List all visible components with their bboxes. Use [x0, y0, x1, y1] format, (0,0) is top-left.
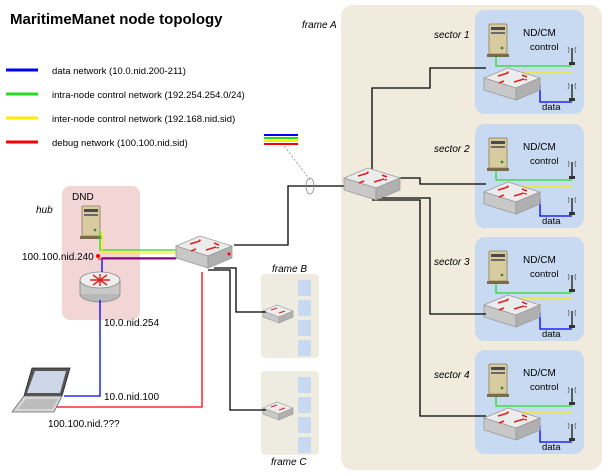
dnd-label: DND: [72, 192, 94, 203]
data-label: data: [542, 329, 561, 340]
sector-block: sector 4 ND/CM control data: [434, 350, 584, 454]
wiring: [52, 67, 486, 417]
intra-control-wire: [495, 171, 572, 181]
control-label: control: [530, 382, 559, 393]
hub-router-icon: [79, 271, 121, 303]
intra-control-wire: [495, 284, 572, 294]
data-label: data: [542, 216, 561, 227]
laptop-data-ip: 10.0.nid.100: [104, 392, 159, 403]
legend: data network (10.0.nid.200-211) intra-nod…: [6, 66, 245, 149]
nd-server-icon: [486, 137, 510, 172]
sector-label: sector 4: [434, 370, 470, 381]
frame-slot: [298, 397, 311, 413]
frame-b-slots: [298, 280, 311, 356]
control-label: control: [530, 269, 559, 280]
control-label: control: [530, 42, 559, 53]
data-label: data: [542, 442, 561, 453]
cable-bundle-icon: [264, 134, 298, 145]
frame-slot: [298, 437, 311, 453]
intra-control-wire: [495, 57, 572, 67]
sector-group: sector 1 ND/CM control data sector 2 ND/CM con…: [434, 10, 584, 454]
legend-label: inter-node control network (192.168.nid.…: [52, 114, 235, 125]
frame-slot: [298, 340, 311, 356]
nd-cm-label: ND/CM: [523, 28, 556, 39]
hub-debug-ip: 100.100.nid.240: [22, 252, 94, 263]
intra-control-wire: [495, 397, 572, 407]
switch-debug-dot: [227, 252, 231, 256]
data-label: data: [542, 102, 561, 113]
frame-b-label: frame B: [272, 264, 307, 275]
sector-block: sector 3 ND/CM control data: [434, 237, 584, 341]
sector-label: sector 2: [434, 144, 470, 155]
frame-slot: [298, 377, 311, 393]
legend-label: intra-node control network (192.254.254.…: [52, 90, 245, 101]
laptop-debug-ip: 100.100.nid.???: [48, 419, 120, 430]
control-label: control: [530, 156, 559, 167]
nd-server-icon: [486, 250, 510, 285]
debug-port-dot: [96, 254, 100, 258]
nd-server-icon: [486, 23, 510, 58]
frame-slot: [298, 417, 311, 433]
nd-cm-label: ND/CM: [523, 368, 556, 379]
legend-label: debug network (100.100.nid.sid): [52, 138, 188, 149]
frame-c-label: frame C: [271, 457, 307, 468]
nd-cm-label: ND/CM: [523, 255, 556, 266]
laptop-icon: [11, 367, 71, 413]
sector-label: sector 1: [434, 30, 470, 41]
sector-block: sector 1 ND/CM control data: [434, 10, 584, 114]
hub-switch-icon: [175, 235, 233, 269]
frame-slot: [298, 280, 311, 296]
nd-server-icon: [486, 363, 510, 398]
frame-a-label: frame A: [302, 20, 337, 31]
sector-block: sector 2 ND/CM control data: [434, 124, 584, 228]
frame-slot: [298, 300, 311, 316]
hub-label: hub: [36, 205, 53, 216]
frame-slot: [298, 320, 311, 336]
diagram-title: MaritimeManet node topology: [10, 11, 223, 28]
dnd-server-icon: [79, 205, 103, 240]
hub-data-ip: 10.0.nid.254: [104, 318, 159, 329]
sector-label: sector 3: [434, 257, 470, 268]
nd-cm-label: ND/CM: [523, 142, 556, 153]
legend-label: data network (10.0.nid.200-211): [52, 66, 186, 77]
frame-c-slots: [298, 377, 311, 453]
